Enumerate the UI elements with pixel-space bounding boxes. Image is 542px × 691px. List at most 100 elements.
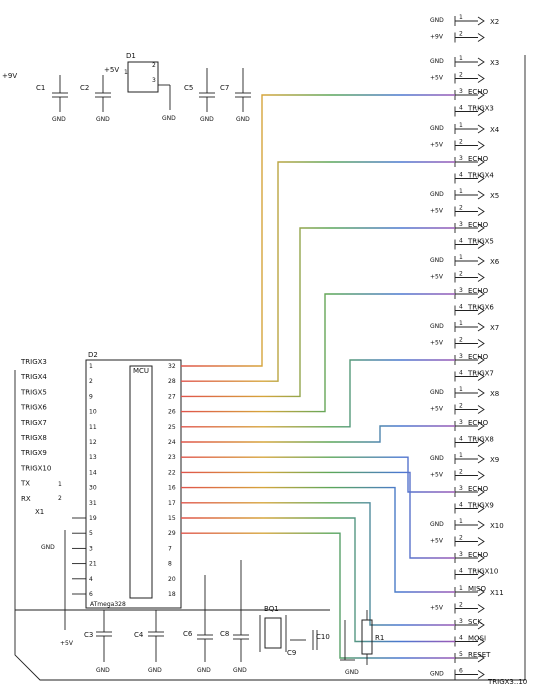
mcu-left-pin-number: 5 [89,530,93,537]
mcu-left-pin-net: TRIGX6 [20,404,47,412]
svg-text:2: 2 [58,495,62,502]
connector-ref: X11 [490,589,504,597]
mcu-left-pin-number: 12 [89,439,97,446]
mcu-left-pin-number: 11 [89,424,97,431]
mcu-left-pin-net: TRIGX4 [20,373,47,381]
connector-pin-right-label: ECHO [468,287,489,295]
mcu-left-pin-number: 1 [89,363,93,370]
mcu-right-pin-number: 7 [168,545,172,552]
svg-text:C2: C2 [80,84,89,92]
connector-pin-right-label: ECHO [468,221,489,229]
mcu-left-pin-number: 31 [89,500,97,507]
connector-pin-left-label: GND [430,671,444,678]
connector-pin-left-label: GND [430,521,444,528]
svg-text:1: 1 [124,69,128,76]
connector-pin-number: 2 [459,403,463,410]
mcu-right-pin-number: 15 [168,515,176,522]
connector-pin-number: 2 [459,337,463,344]
svg-text:GND: GND [233,667,247,674]
mcu-left-pin-net: TRIGX3 [20,358,47,366]
mcu-left-pin-number: 6 [89,591,93,598]
connector-pin-left-label: +5V [430,538,444,545]
connector-pin-number: 4 [459,304,463,311]
svg-text:C5: C5 [184,84,193,92]
mcu-right-pin-number: 24 [168,439,176,446]
connector-pin-left-label: +5V [430,75,444,82]
connector-pin-right-label: TRIGX3 [467,105,494,113]
mcu-body [85,359,182,609]
connector-pin-number: 4 [459,172,463,179]
footer-label: TRIGX3..10 [487,678,527,686]
mcu-right-pin-number: 29 [168,530,176,537]
connector-pin-right-label: TRIGX5 [467,238,494,246]
connector-pin-left-label: +5V [430,605,444,612]
connector-pin-left-label: +5V [430,340,444,347]
connector-pin-left-label: GND [430,455,444,462]
mcu-right-pin-number: 28 [168,378,176,385]
connector-pin-number: 3 [459,551,463,558]
svg-text:C4: C4 [134,631,144,639]
mcu-right-pin-number: 20 [168,576,176,583]
mcu-left-pin-number: 4 [89,576,93,583]
connector-pin-number: 2 [459,205,463,212]
connector-ref: X7 [490,324,499,332]
mcu-right-pin-number: 8 [168,561,172,568]
connector-pin-number: 3 [459,88,463,95]
connector-pin-number: 1 [459,518,463,525]
connector-pin-number: 3 [459,485,463,492]
connector-pin-number: 4 [459,238,463,245]
connector-pin-right-label: MOSI [468,635,486,643]
connector-pin-number: 2 [459,72,463,79]
mcu-left-pin-net: TRIGX8 [20,434,47,442]
signal-bus [181,94,455,659]
connector-pin-right-label: TRIGX9 [467,502,494,510]
svg-text:C1: C1 [36,84,45,92]
connector-pin-number: 1 [459,452,463,459]
svg-text:GND: GND [162,115,176,122]
connector-pin-right-label: RESET [468,651,491,659]
mcu-left-pin-number: 30 [89,485,97,492]
regulator-out-label: +5V [104,66,119,74]
mcu-left-pin-number: 3 [89,545,93,552]
mcu-ref: D2 [88,351,98,359]
connector-pin-number: 1 [459,585,463,592]
svg-text:C7: C7 [220,84,229,92]
svg-text:R1: R1 [375,634,384,642]
connector-pin-right-label: ECHO [468,353,489,361]
svg-text:C10: C10 [316,633,330,641]
regulator-ref: D1 [126,52,136,60]
connector-pin-right-label: TRIGX8 [467,436,494,444]
connector-pin-right-label: TRIGX4 [467,172,494,180]
input-voltage-label: +9V [2,72,17,80]
mcu-right-pin-number: 25 [168,424,176,431]
crystal-bq1 [264,617,282,649]
mcu-right-pin-number: 23 [168,454,176,461]
connector-pin-number: 3 [459,287,463,294]
connector-pin-number: 1 [459,386,463,393]
connector-pin-left-label: +5V [430,208,444,215]
mcu-left-pin-number: 10 [89,409,97,416]
connector-pin-left-label: GND [430,125,444,132]
connector-pin-number: 4 [459,436,463,443]
connector-pin-number: 2 [459,31,463,38]
connector-pin-number: 6 [459,668,463,675]
connector-pin-number: 4 [459,635,463,642]
connector-pin-right-label: ECHO [468,419,489,427]
connector-pin-right-label: ECHO [468,155,489,163]
svg-text:C3: C3 [84,631,93,639]
mcu-left-pin-number: 21 [89,561,97,568]
svg-text:GND: GND [197,667,211,674]
connector-pin-number: 2 [459,271,463,278]
connector-ref: X9 [490,456,499,464]
mcu-right-pin-number: 18 [168,591,176,598]
mcu-left-pin-net: TRIGX9 [20,449,47,457]
connector-pin-number: 3 [459,419,463,426]
connector-pin-number: 4 [459,370,463,377]
